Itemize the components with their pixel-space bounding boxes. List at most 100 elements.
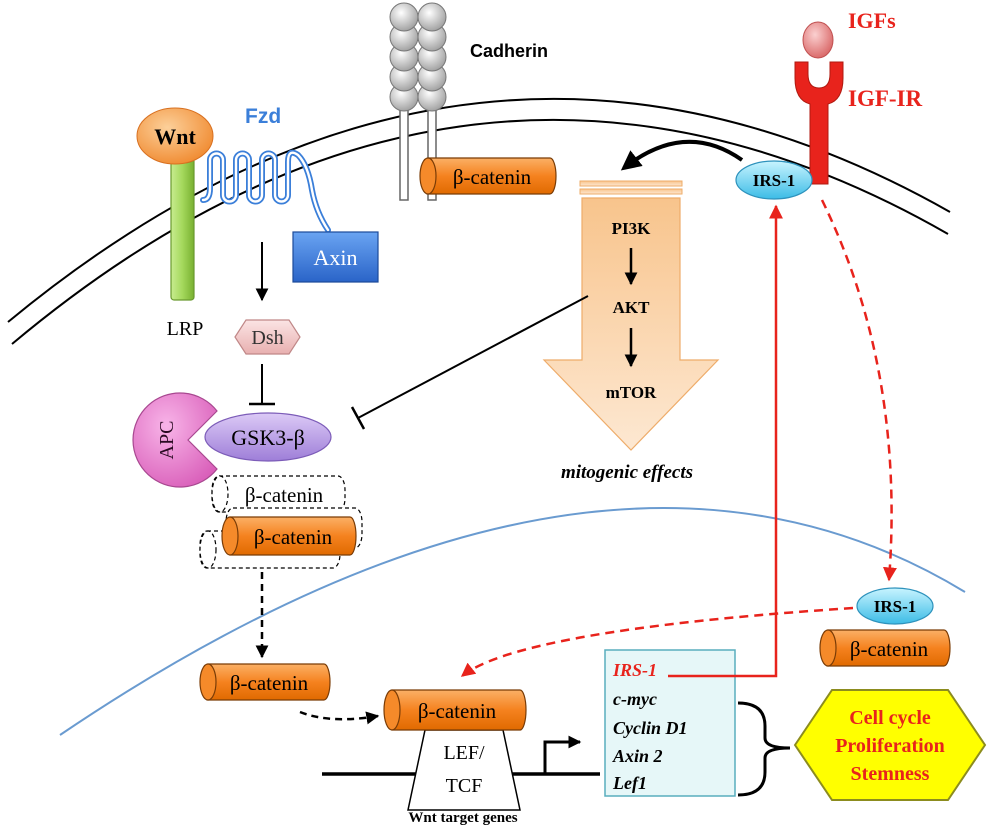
cadherin-label: Cadherin — [470, 41, 548, 61]
nuclear-envelope — [59, 507, 966, 736]
dsh-inhibits-gsk3b — [249, 364, 275, 406]
lrp-label: LRP — [167, 318, 204, 340]
irs1-ellipse — [735, 160, 813, 200]
beta-catenin-label: β-catenin — [254, 525, 333, 549]
wnt-ellipse — [136, 107, 214, 165]
lef-tcf-label-line1: LEF/ — [443, 742, 485, 764]
cadherin-receptor: Cadherin — [389, 2, 548, 201]
irs1-to-pi3k-arrow — [620, 139, 744, 171]
beta-catenin-ghost-cap — [199, 530, 217, 569]
beta-catenin-body — [391, 689, 527, 731]
mitogenic-effects-label: mitogenic effects — [561, 462, 693, 483]
fzd-serpentine-core — [201, 151, 330, 232]
lef-tcf-label-line2: TCF — [446, 775, 483, 797]
axin-label: Axin — [314, 245, 358, 270]
apc-pacman-shape — [132, 392, 218, 488]
wnt-target-genes-caption: Wnt target genes — [408, 810, 517, 826]
cadherin-stalk-left — [399, 104, 409, 201]
beta-catenin-cadherin-bound: β-catenin — [419, 157, 557, 195]
frizzled-receptor: Fzd — [200, 105, 331, 233]
beta-catenin-irs1-bound: β-catenin — [819, 629, 951, 667]
mtor-label: mTOR — [606, 383, 657, 402]
beta-catenin-nuclear-tcf-bound: β-catenin — [383, 689, 527, 731]
beta-catenin-cap — [419, 157, 437, 195]
akt-label: AKT — [613, 298, 651, 317]
target-gene-cyclin-d1: Cyclin D1 — [613, 718, 688, 738]
gsk3b-ellipse — [204, 412, 332, 462]
irs1-nuclear: IRS-1 — [856, 587, 934, 625]
dsh-protein: Dsh — [234, 319, 301, 355]
transcription-start-arrow — [543, 735, 582, 774]
cadherin-domain — [417, 2, 447, 32]
target-gene-list: IRS-1 c-myc Cyclin D1 Axin 2 Lef1 — [604, 649, 736, 797]
beta-catenin-body — [427, 157, 557, 195]
target-gene-box — [604, 649, 736, 797]
beta-catenin-body — [207, 663, 331, 701]
wnt-label: Wnt — [154, 124, 196, 149]
membrane-inner-leaflet — [11, 118, 949, 345]
apc-protein: APC — [132, 392, 218, 488]
igfs-ligand: IGFs — [802, 8, 896, 59]
pi3k-label: PI3K — [612, 219, 652, 238]
beta-catenin-ghost-cap — [211, 475, 229, 513]
cadherin-domain — [389, 2, 419, 32]
akt-inhibits-gsk3b — [350, 295, 589, 430]
beta-catenin-body — [229, 516, 357, 556]
lrp-coreceptor: LRP — [167, 154, 204, 340]
cellular-outcomes: Cell cycle Proliferation Stemness — [793, 689, 987, 801]
target-gene-lef1: Lef1 — [612, 773, 647, 793]
lrp-cylinder — [170, 157, 195, 301]
pi3k-akt-mtor-pathway: PI3K AKT mTOR — [542, 180, 720, 451]
apc-label: APC — [156, 421, 178, 460]
pi3k-arrow-stripe — [579, 188, 683, 195]
beta-catenin-label: β-catenin — [453, 165, 532, 189]
irs1-expression-feedback-arrow — [668, 204, 783, 678]
beta-catenin-label: β-catenin — [245, 483, 324, 507]
gene-group-bracket — [737, 701, 791, 797]
igfs-label: IGFs — [848, 8, 896, 33]
cadherin-domains — [389, 2, 447, 112]
irs1-label: IRS-1 — [874, 597, 917, 616]
outcome-cell-cycle: Cell cycle — [849, 707, 931, 729]
pi3k-arrow-stripe — [579, 180, 683, 187]
beta-catenin-nuclear-entry-arrow — [299, 710, 380, 725]
inhibition-bar — [350, 406, 366, 430]
irs1-to-tcf-arrow — [460, 606, 854, 677]
igf-ir-shape — [794, 61, 844, 185]
wnt-ligand: Wnt — [136, 107, 214, 165]
irs1-membrane: IRS-1 — [735, 160, 813, 200]
beta-catenin-body — [827, 629, 951, 667]
beta-catenin-label: β-catenin — [418, 699, 497, 723]
outcome-hexagon — [793, 689, 987, 801]
pi3k-big-arrow — [542, 197, 720, 451]
beta-catenin-cap — [383, 689, 401, 731]
beta-catenin-cap — [221, 516, 239, 556]
igf-ir-receptor: IGF-IR — [794, 61, 923, 185]
axin-box — [292, 231, 379, 283]
gsk3b-label: GSK3-β — [231, 425, 305, 450]
beta-catenin-label: β-catenin — [850, 637, 929, 661]
target-gene-axin2: Axin 2 — [612, 746, 663, 766]
target-gene-cmyc: c-myc — [613, 689, 657, 709]
igf-ir-label: IGF-IR — [848, 86, 923, 111]
gsk3b-protein: GSK3-β — [204, 412, 332, 462]
igfs-ball — [802, 21, 834, 59]
beta-catenin-cap — [199, 663, 217, 701]
lef-tcf-factor: LEF/ TCF — [407, 729, 521, 811]
beta-catenin-label: β-catenin — [230, 671, 309, 695]
axin-protein: Axin — [292, 231, 379, 283]
outcome-proliferation: Proliferation — [835, 735, 945, 757]
irs1-label: IRS-1 — [753, 171, 796, 190]
outcome-stemness: Stemness — [851, 763, 930, 785]
dsh-label: Dsh — [251, 327, 283, 349]
beta-catenin-cytoplasmic: β-catenin — [199, 663, 331, 701]
fzd-label: Fzd — [245, 105, 281, 128]
target-gene-irs1: IRS-1 — [612, 660, 657, 680]
irs1-nuclear-translocation-arrow — [820, 199, 897, 582]
beta-catenin-destruction-complex: β-catenin — [199, 507, 363, 569]
irs1-ellipse — [856, 587, 934, 625]
beta-catenin-cap — [819, 629, 837, 667]
inhibition-line — [357, 295, 589, 419]
beta-catenin-degraded: β-catenin — [211, 475, 346, 513]
